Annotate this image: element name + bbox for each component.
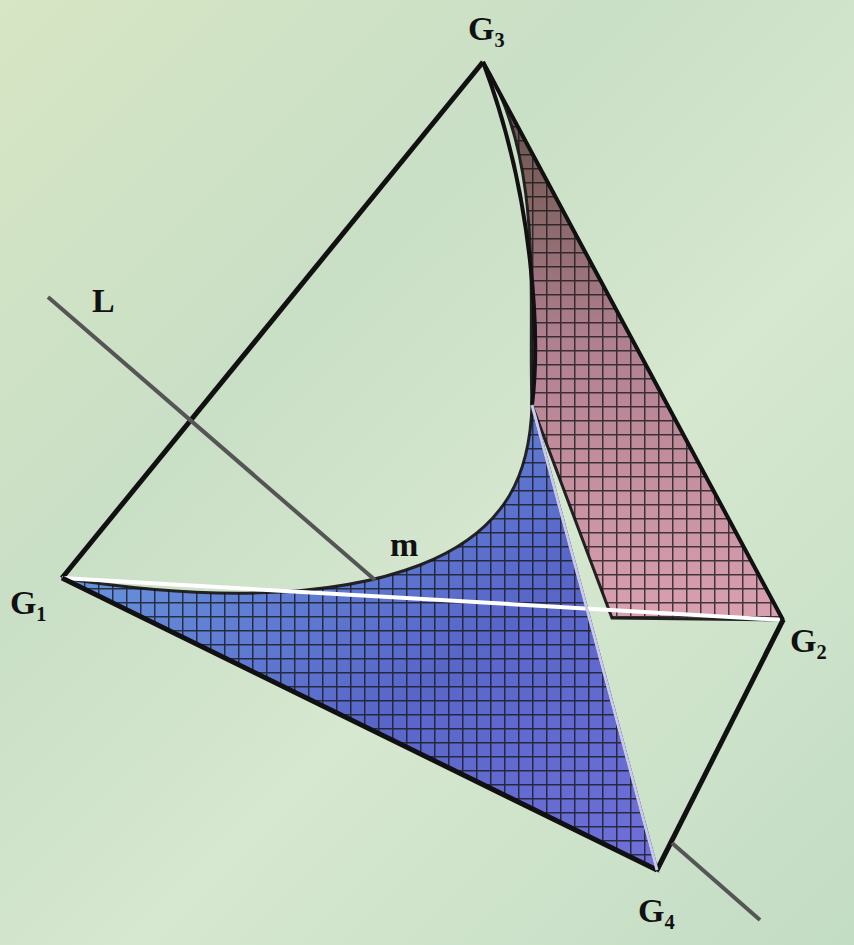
line-l <box>672 843 760 920</box>
vertex-label: G₃ <box>468 12 505 46</box>
tetra-edge <box>62 578 783 620</box>
surface-grid <box>62 405 657 870</box>
vertex-label: G₄ <box>638 894 675 928</box>
tetra-edge <box>657 620 783 870</box>
ruling-line <box>532 405 657 870</box>
tetra-edge <box>62 62 483 578</box>
vertex-label: G₂ <box>790 624 827 658</box>
line-label: L <box>92 284 115 318</box>
point-label: m <box>390 528 418 562</box>
tetra-edge <box>62 578 657 870</box>
line-l <box>48 297 375 580</box>
vertex-label: G₁ <box>10 586 47 620</box>
surface-front <box>62 405 657 870</box>
tetra-edge <box>483 62 783 620</box>
